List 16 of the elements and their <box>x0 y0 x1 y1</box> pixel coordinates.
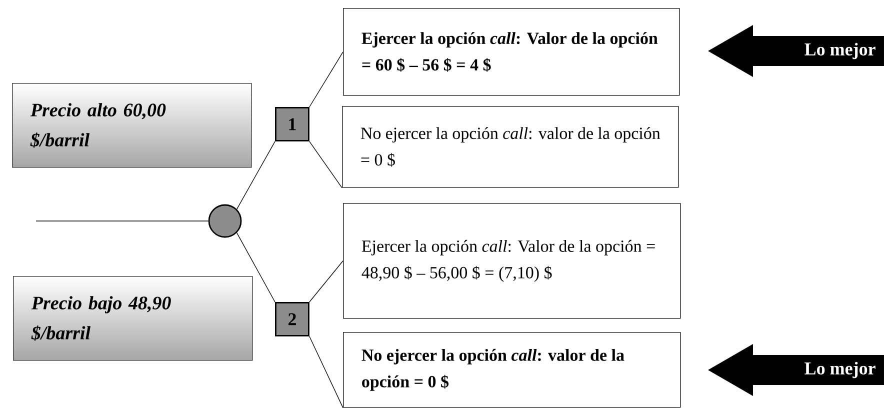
branch-line <box>236 141 276 210</box>
price-box: Precio alto 60,00 $/barril <box>12 83 252 168</box>
outcome-box: No ejercer la opción call: valor de la opción = 0 $ <box>343 332 681 408</box>
branch-line <box>309 260 344 302</box>
chance-node-circle <box>208 204 242 238</box>
branch-line <box>309 52 344 108</box>
branch-line <box>236 232 276 302</box>
decision-square: 1 <box>275 107 310 142</box>
outcome-box: Ejercer la opción call: Valor de la opción = 48,90 $ – 56,00 $ = (7,10) $ <box>343 203 681 319</box>
branch-line <box>36 220 209 222</box>
outcome-box: No ejercer la opción call: valor de la opción = 0 $ <box>342 106 679 188</box>
outcome-box: Ejercer la opción call: Valor de la opción = 60 $ – 56 $ = 4 $ <box>343 8 680 96</box>
decision-square: 2 <box>275 302 310 336</box>
branch-line <box>309 336 344 408</box>
price-box: Precio bajo 48,90 $/barril <box>13 276 253 361</box>
branch-line <box>309 141 342 188</box>
